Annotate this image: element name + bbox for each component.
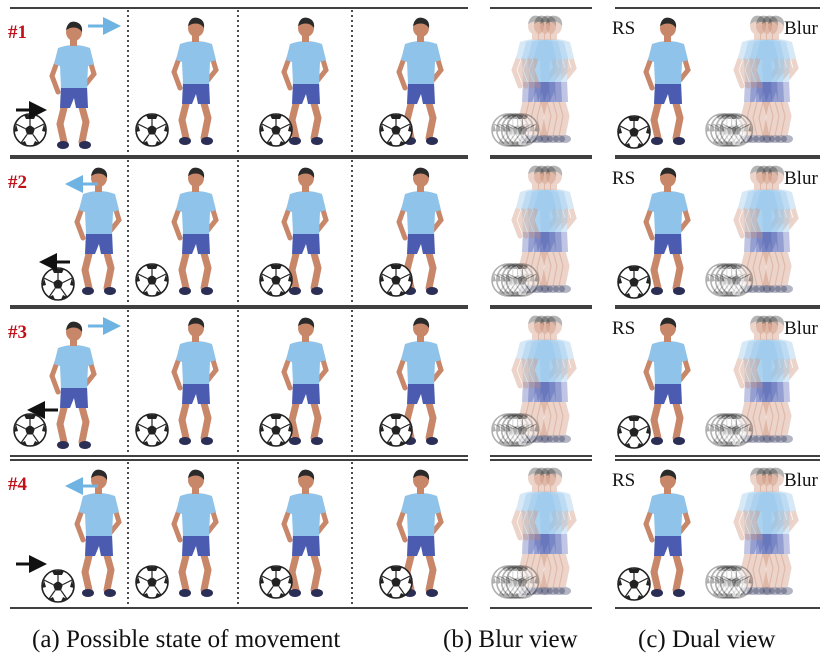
row-2: #2 RS Blur [8,157,820,307]
soccer-player-icon [174,18,216,145]
soccer-ball-icon [13,413,47,447]
blur-view [491,468,574,599]
blur-view [491,16,574,147]
row-label: #3 [8,322,27,343]
soccer-ball-icon [259,263,293,297]
soccer-ball-icon [41,569,75,603]
row-1: #1 RS Blur [8,7,820,157]
blur-label: Blur [784,470,818,491]
soccer-ball-icon [135,113,169,147]
soccer-player-icon [646,318,688,445]
soccer-ball-icon [617,115,651,149]
soccer-ball-icon [259,413,293,447]
soccer-ball-icon [41,267,75,301]
soccer-ball-icon [505,565,540,599]
row-label: #1 [8,22,27,43]
soccer-player-icon [174,470,216,597]
soccer-ball-icon [617,415,651,449]
rs-label: RS [612,470,635,491]
soccer-ball-icon [719,565,754,599]
soccer-ball-icon [719,263,754,297]
soccer-ball-icon [135,565,169,599]
soccer-player-icon [77,470,119,597]
soccer-ball-icon [617,265,651,299]
blur-label: Blur [784,18,818,39]
soccer-ball-icon [505,413,540,447]
soccer-ball-icon [379,413,413,447]
soccer-ball-icon [505,263,540,297]
rs-label: RS [612,168,635,189]
row-3: #3 RS Blur [8,307,820,457]
soccer-ball-icon [13,113,47,147]
dual-view: RS Blur [612,468,818,601]
soccer-ball-icon [379,565,413,599]
soccer-player-icon [174,318,216,445]
soccer-ball-icon [719,413,754,447]
soccer-player-icon [646,18,688,145]
soccer-ball-icon [617,567,651,601]
blur-label: Blur [784,168,818,189]
dual-view: RS Blur [612,16,818,149]
rs-label: RS [612,318,635,339]
soccer-ball-icon [505,113,540,147]
dual-view: RS Blur [612,316,818,449]
dual-view: RS Blur [612,166,818,299]
soccer-ball-icon [135,263,169,297]
blur-view [491,166,574,297]
soccer-player-icon [52,22,94,149]
row-label: #4 [8,474,28,495]
soccer-player-icon [174,168,216,295]
soccer-ball-icon [135,413,169,447]
blur-view [491,316,574,447]
soccer-player-icon [77,168,119,295]
soccer-player-icon [52,322,94,449]
soccer-ball-icon [379,263,413,297]
caption-c: (c) Dual view [638,626,776,653]
soccer-player-icon [646,470,688,597]
caption-a: (a) Possible state of movement [32,626,341,653]
soccer-player-icon [646,168,688,295]
soccer-ball-icon [719,113,754,147]
row-4: #4 RS Blur [8,459,820,609]
soccer-ball-icon [259,565,293,599]
caption-b: (b) Blur view [443,626,578,653]
soccer-ball-icon [379,113,413,147]
rs-label: RS [612,18,635,39]
blur-label: Blur [784,318,818,339]
soccer-ball-icon [259,113,293,147]
row-label: #2 [8,172,27,193]
